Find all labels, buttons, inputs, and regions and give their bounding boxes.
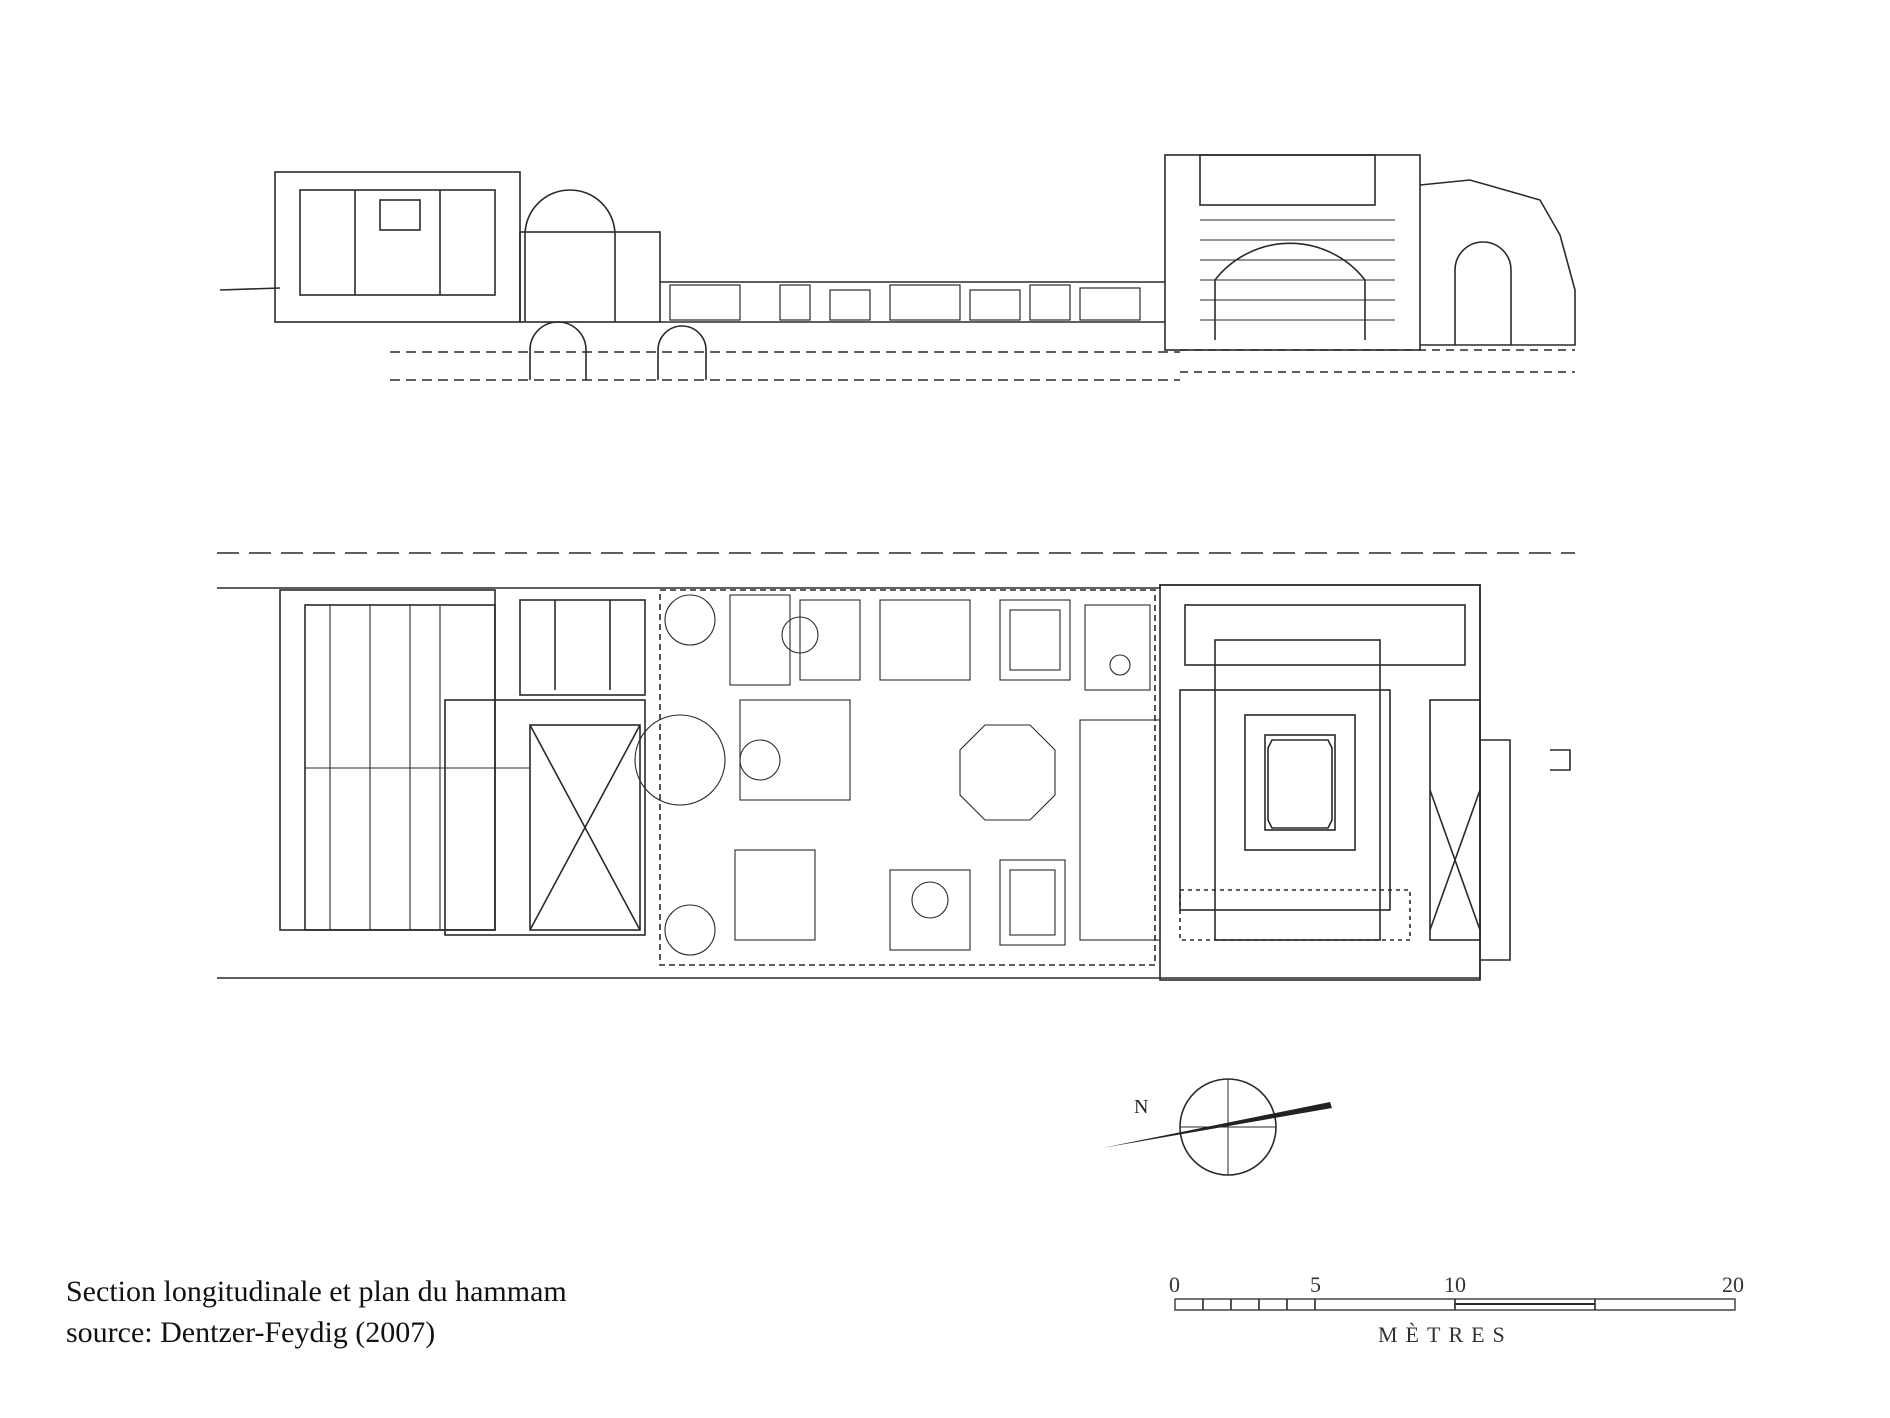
hammam-plan	[217, 552, 1575, 981]
scale-unit-label: MÈTRES	[1378, 1322, 1513, 1347]
caption-title: Section longitudinale et plan du hammam	[66, 1275, 567, 1308]
scale-bar	[1174, 1298, 1736, 1311]
scale-tick-0: 0	[1169, 1272, 1180, 1297]
scale-tick-10: 10	[1444, 1272, 1466, 1297]
scale-tick-5: 5	[1310, 1272, 1321, 1297]
longitudinal-section	[219, 154, 1576, 381]
caption-source: source: Dentzer-Feydig (2007)	[66, 1316, 436, 1349]
compass-north-label: N	[1134, 1096, 1149, 1118]
scale-tick-20: 20	[1722, 1272, 1744, 1297]
north-compass	[1102, 1078, 1332, 1176]
